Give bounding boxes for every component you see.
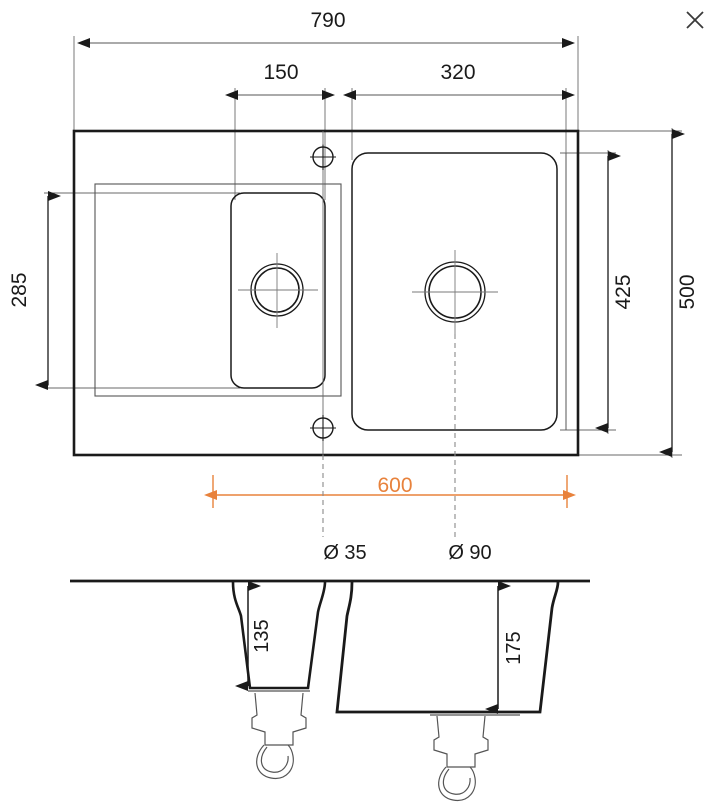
dim-label-overall-depth: 500 xyxy=(676,274,699,309)
main-bowl-waste-fitting xyxy=(433,715,489,802)
dim-label-bowl-depth: 425 xyxy=(612,274,635,309)
dim-hole-spacing: 600 xyxy=(204,474,576,508)
plan-view-group: 790 150 320 xyxy=(8,9,699,564)
close-icon[interactable] xyxy=(682,7,708,33)
dim-label-main-bowl-depth: 175 xyxy=(503,631,525,664)
dim-bowl-depth: 425 xyxy=(595,151,635,433)
main-bowl-waste-hole xyxy=(412,250,498,334)
dim-label-main-bowl-width: 320 xyxy=(440,61,475,84)
tap-hole-upper xyxy=(310,144,336,170)
dim-label-small-bowl-depth: 135 xyxy=(251,619,273,652)
dim-label-hole-spacing: 600 xyxy=(377,474,412,497)
main-bowl-outline xyxy=(351,152,558,431)
small-bowl-section-profile xyxy=(231,581,327,690)
dim-overall-depth: 500 xyxy=(659,129,699,457)
tap-hole-lower xyxy=(310,415,336,441)
small-bowl-outline xyxy=(230,192,326,389)
small-bowl-waste-hole xyxy=(238,253,318,328)
small-bowl-waste-fitting xyxy=(251,692,307,780)
drainer-board-outline xyxy=(94,183,342,397)
tap-hole-label: Ø 35 xyxy=(323,542,366,564)
sink-body-outline xyxy=(72,129,580,457)
dim-main-bowl-depth: 175 xyxy=(485,581,525,714)
dim-overall-width: 790 xyxy=(77,9,575,48)
dim-label-drainer-depth: 285 xyxy=(8,272,31,307)
dim-drainer-depth: 285 xyxy=(8,191,61,390)
section-view-group: 135 175 xyxy=(70,579,590,802)
dim-small-bowl-width: 150 xyxy=(225,61,335,100)
dim-label-small-bowl-width: 150 xyxy=(263,61,298,84)
dim-small-bowl-depth: 135 xyxy=(235,581,273,691)
close-icon-glyph xyxy=(686,11,704,29)
waste-hole-label: Ø 90 xyxy=(448,542,491,564)
hole-callout-leaders xyxy=(322,334,456,537)
dim-main-bowl-width: 320 xyxy=(343,61,575,100)
main-bowl-section-profile xyxy=(335,581,560,714)
dim-label-overall-width: 790 xyxy=(310,9,345,32)
